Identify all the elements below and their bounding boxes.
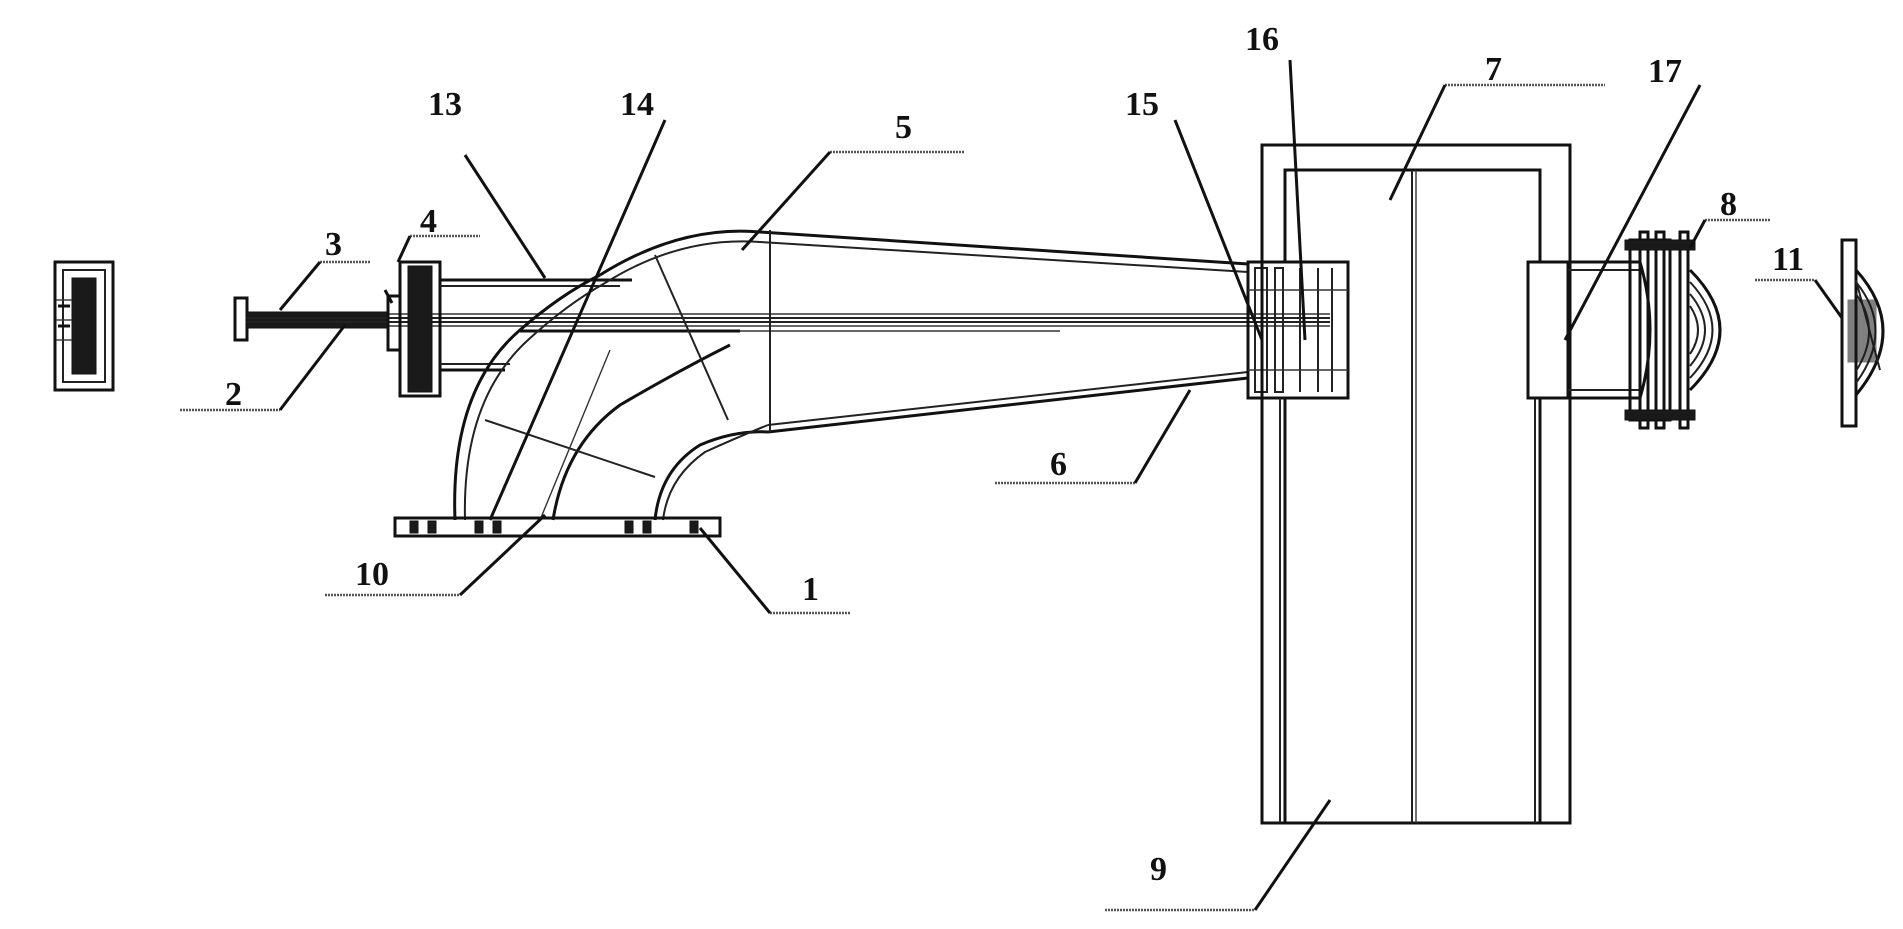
right-coupling [1526,260,1652,400]
housing-frame [1260,143,1572,825]
label-3: 3 [325,226,342,263]
label-15: 15 [1125,86,1159,123]
right-end-cap [1840,238,1885,428]
label-13: 13 [428,86,462,123]
part-labels: 1 2 3 4 5 6 7 8 9 10 11 13 14 15 16 17 [225,21,1804,888]
right-flange [1624,230,1722,430]
bearing-flange [383,260,442,398]
label-4: 4 [420,203,437,240]
conical-body [599,229,1249,434]
label-14: 14 [620,86,654,123]
label-6: 6 [1050,446,1067,483]
elbow-section [453,254,769,521]
label-9: 9 [1150,851,1167,888]
inlet-tube [440,278,632,372]
label-1: 1 [802,571,819,608]
label-10: 10 [355,556,389,593]
label-7: 7 [1485,51,1502,88]
label-16: 16 [1245,21,1279,58]
label-17: 17 [1648,53,1682,90]
leader-lines [180,59,1844,912]
label-2: 2 [225,376,242,413]
label-5: 5 [895,109,912,146]
label-8: 8 [1720,186,1737,223]
left-end-flange [53,260,115,392]
label-11: 11 [1772,241,1804,278]
base-flange [393,516,722,538]
